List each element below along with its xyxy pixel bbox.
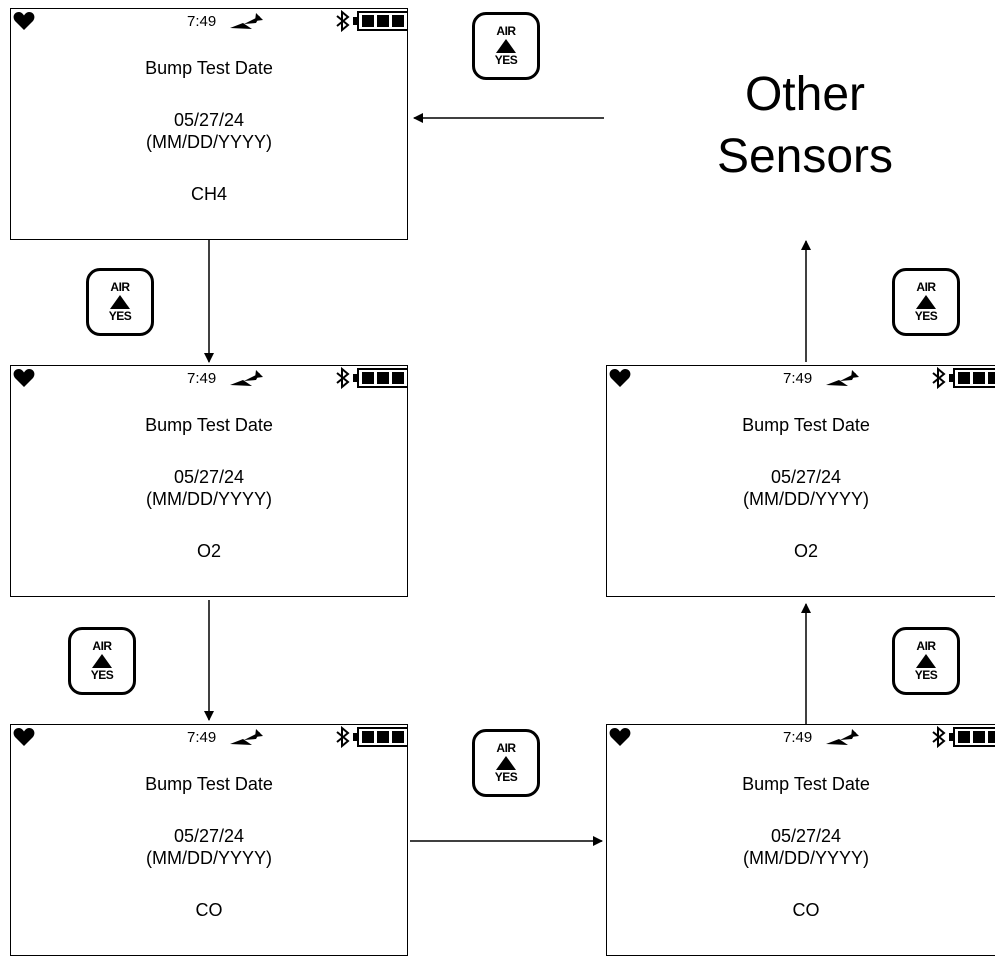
battery-icon bbox=[353, 11, 407, 31]
bluetooth-icon bbox=[336, 726, 350, 748]
sensor-name: O2 bbox=[793, 541, 818, 561]
status-bar: 7:49 bbox=[11, 725, 407, 753]
signal-icon bbox=[826, 370, 859, 386]
bump-test-date: 05/27/24 bbox=[173, 467, 245, 487]
air-label: AIR bbox=[916, 639, 936, 653]
up-triangle-icon bbox=[110, 295, 130, 309]
air-yes-button[interactable]: AIR YES bbox=[472, 729, 540, 797]
bump-test-date: 05/27/24 bbox=[173, 110, 245, 130]
battery-icon bbox=[949, 727, 995, 747]
air-label: AIR bbox=[916, 280, 936, 294]
sensor-name: CO bbox=[792, 900, 820, 920]
air-yes-button[interactable]: AIR YES bbox=[472, 12, 540, 80]
heart-icon bbox=[609, 728, 631, 746]
time-display: 7:49 bbox=[187, 370, 217, 387]
screen-title: Bump Test Date bbox=[145, 415, 273, 435]
status-bar: 7:49 bbox=[11, 9, 407, 37]
bump-test-date: 05/27/24 bbox=[173, 826, 245, 846]
screen-title: Bump Test Date bbox=[742, 415, 870, 435]
signal-icon bbox=[230, 13, 263, 29]
signal-icon bbox=[230, 370, 263, 386]
heart-icon bbox=[13, 12, 35, 30]
other-sensors-line2: Sensors bbox=[716, 130, 894, 183]
yes-label: YES bbox=[494, 770, 518, 784]
air-yes-button[interactable]: AIR YES bbox=[68, 627, 136, 695]
battery-icon bbox=[353, 368, 407, 388]
bluetooth-icon bbox=[932, 726, 946, 748]
air-label: AIR bbox=[496, 741, 516, 755]
up-triangle-icon bbox=[496, 39, 516, 53]
other-sensors-line1: Other bbox=[744, 68, 866, 121]
up-triangle-icon bbox=[916, 295, 936, 309]
time-display: 7:49 bbox=[187, 13, 217, 30]
yes-label: YES bbox=[90, 668, 114, 682]
air-yes-button[interactable]: AIR YES bbox=[892, 627, 960, 695]
screen-title: Bump Test Date bbox=[145, 774, 273, 794]
air-label: AIR bbox=[110, 280, 130, 294]
bluetooth-icon bbox=[336, 367, 350, 389]
other-sensors-label: Other Sensors bbox=[690, 64, 920, 188]
up-triangle-icon bbox=[916, 654, 936, 668]
air-label: AIR bbox=[92, 639, 112, 653]
sensor-name: CO bbox=[195, 900, 223, 920]
up-triangle-icon bbox=[496, 756, 516, 770]
date-format: (MM/DD/YYYY) bbox=[146, 489, 272, 509]
date-format: (MM/DD/YYYY) bbox=[146, 848, 272, 868]
yes-label: YES bbox=[494, 53, 518, 67]
bump-test-date: 05/27/24 bbox=[770, 467, 842, 487]
status-bar: 7:49 bbox=[607, 366, 995, 394]
air-label: AIR bbox=[496, 24, 516, 38]
time-display: 7:49 bbox=[783, 729, 813, 746]
signal-icon bbox=[230, 729, 263, 745]
date-format: (MM/DD/YYYY) bbox=[743, 848, 869, 868]
up-triangle-icon bbox=[92, 654, 112, 668]
heart-icon bbox=[609, 369, 631, 387]
screen-title: Bump Test Date bbox=[742, 774, 870, 794]
bluetooth-icon bbox=[932, 367, 946, 389]
yes-label: YES bbox=[914, 668, 938, 682]
date-format: (MM/DD/YYYY) bbox=[743, 489, 869, 509]
sensor-name: O2 bbox=[196, 541, 221, 561]
time-display: 7:49 bbox=[783, 370, 813, 387]
status-bar: 7:49 bbox=[11, 366, 407, 394]
status-bar: 7:49 bbox=[607, 725, 995, 753]
time-display: 7:49 bbox=[187, 729, 217, 746]
device-screen-o2-right: 7:49 Bump Test Date 05/27/24 (MM/DD/YYYY… bbox=[606, 365, 995, 597]
device-screen-o2: 7:49 Bump Test Date 05/27/24 (MM/DD/YYYY… bbox=[10, 365, 408, 597]
air-yes-button[interactable]: AIR YES bbox=[892, 268, 960, 336]
sensor-name: CH4 bbox=[190, 184, 227, 204]
bluetooth-icon bbox=[336, 10, 350, 32]
battery-icon bbox=[949, 368, 995, 388]
air-yes-button[interactable]: AIR YES bbox=[86, 268, 154, 336]
screen-title: Bump Test Date bbox=[145, 58, 273, 78]
device-screen-co-right: 7:49 Bump Test Date 05/27/24 (MM/DD/YYYY… bbox=[606, 724, 995, 956]
device-screen-co: 7:49 Bump Test Date 05/27/24 (MM/DD/YYYY… bbox=[10, 724, 408, 956]
signal-icon bbox=[826, 729, 859, 745]
yes-label: YES bbox=[914, 309, 938, 323]
device-screen-ch4: 7:49 Bump Test Date 05/27/24 (MM/DD/YYYY… bbox=[10, 8, 408, 240]
date-format: (MM/DD/YYYY) bbox=[146, 132, 272, 152]
battery-icon bbox=[353, 727, 407, 747]
yes-label: YES bbox=[108, 309, 132, 323]
heart-icon bbox=[13, 728, 35, 746]
bump-test-date: 05/27/24 bbox=[770, 826, 842, 846]
heart-icon bbox=[13, 369, 35, 387]
